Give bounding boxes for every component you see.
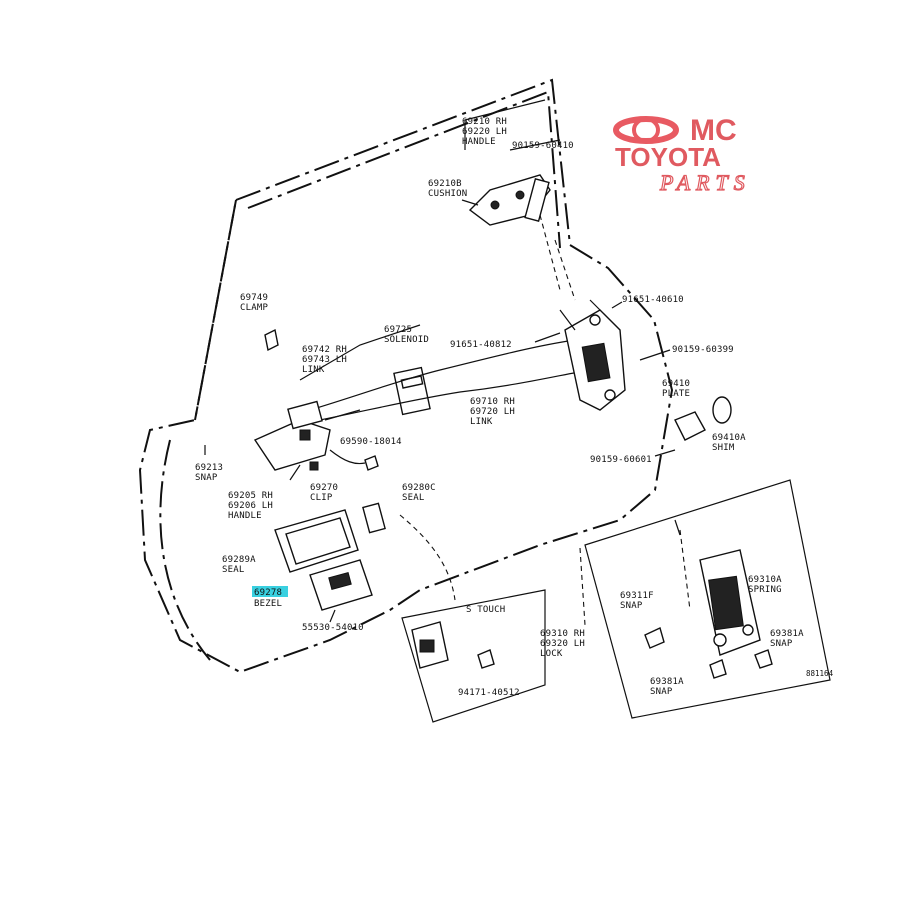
label-handle-name: HANDLE bbox=[462, 137, 496, 147]
label-screw-e: 69590-18014 bbox=[340, 437, 402, 447]
label-snap4-name: SNAP bbox=[650, 687, 673, 697]
label-solenoid-num: 69725 bbox=[384, 325, 412, 335]
label-seal2-name: SEAL bbox=[222, 565, 244, 575]
logo-parts: PARTS bbox=[659, 170, 751, 195]
label-seal-name: SEAL bbox=[402, 493, 424, 503]
label-screw-d: 90159-60601 bbox=[590, 455, 652, 465]
label-seal2-num: 69289A bbox=[222, 555, 256, 565]
label-clip-num: 69270 bbox=[310, 483, 338, 493]
label-lock-name: LOCK bbox=[540, 649, 563, 659]
logo-toyota: TOYOTA bbox=[615, 142, 721, 172]
label-clamp-num: 69749 bbox=[240, 293, 268, 303]
label-handle-rh: 69210 RH bbox=[462, 117, 507, 127]
label-bottom-num: 55530-54010 bbox=[302, 623, 364, 633]
label-handle-lh: 69220 LH bbox=[462, 127, 507, 137]
label-bezel-name: BEZEL bbox=[254, 599, 282, 609]
label-screw-top: 90159-60410 bbox=[512, 141, 574, 151]
label-inner-handle-lh: 69206 LH bbox=[228, 501, 273, 511]
label-screw-c: 90159-60399 bbox=[672, 345, 734, 355]
label-link-lh: 69743 LH bbox=[302, 355, 347, 365]
door-outline bbox=[138, 78, 674, 674]
label-bezel-highlight bbox=[252, 586, 288, 597]
label-bolt-b: 91651-40610 bbox=[622, 295, 684, 305]
label-snap-name: SNAP bbox=[195, 473, 218, 483]
label-snap3-name: SNAP bbox=[770, 639, 793, 649]
label-plate-num: 69410 bbox=[662, 379, 690, 389]
label-link2-rh: 69710 RH bbox=[470, 397, 515, 407]
label-bolt-a: 91651-40812 bbox=[450, 340, 512, 350]
label-bezel-num: 69278 bbox=[254, 588, 282, 598]
door-lower-curve bbox=[159, 439, 211, 661]
door-inner-edge bbox=[247, 90, 561, 249]
label-lock-rh: 69310 RH bbox=[540, 629, 585, 639]
label-link-name: LINK bbox=[302, 365, 325, 375]
connection-line-2 bbox=[579, 547, 586, 626]
label-lock-lh: 69320 LH bbox=[540, 639, 585, 649]
shim-part bbox=[712, 396, 732, 424]
inner-handle-part bbox=[253, 400, 361, 471]
label-cushion-num: 69210B bbox=[428, 179, 462, 189]
screw-e-part bbox=[364, 455, 379, 471]
seal-part bbox=[362, 502, 386, 534]
label-sub-title: S TOUCH bbox=[466, 605, 505, 615]
lock-inset bbox=[584, 479, 831, 719]
connection-line bbox=[399, 514, 456, 601]
label-link2-lh: 69720 LH bbox=[470, 407, 515, 417]
label-clip-name: CLIP bbox=[310, 493, 333, 503]
label-link2-name: LINK bbox=[470, 417, 493, 427]
label-snap2-name: SNAP bbox=[620, 601, 643, 611]
label-diagram-code: 881164 bbox=[806, 669, 834, 678]
label-spring-num: 69310A bbox=[748, 575, 782, 585]
label-sub-part: 94171-40512 bbox=[458, 688, 520, 698]
window-frame bbox=[194, 199, 237, 421]
bezel-part bbox=[309, 559, 373, 611]
label-shim-num: 69410A bbox=[712, 433, 746, 443]
outer-handle-part bbox=[468, 174, 551, 226]
label-spring-name: SPRING bbox=[748, 585, 782, 595]
label-cushion-name: CUSHION bbox=[428, 189, 467, 199]
logo-mc: MC bbox=[690, 114, 737, 147]
label-snap2-num: 69311F bbox=[620, 591, 654, 601]
label-snap-num: 69213 bbox=[195, 463, 223, 473]
label-seal-num: 69280C bbox=[402, 483, 436, 493]
clamp-part bbox=[264, 328, 279, 352]
plate-part bbox=[674, 411, 706, 441]
label-snap4-num: 69381A bbox=[650, 677, 684, 687]
label-shim-name: SHIM bbox=[712, 443, 735, 453]
label-inner-handle-name: HANDLE bbox=[228, 511, 262, 521]
label-snap3-num: 69381A bbox=[770, 629, 804, 639]
omc-toyota-logo: MC TOYOTA PARTS bbox=[613, 114, 751, 196]
label-inner-handle-rh: 69205 RH bbox=[228, 491, 273, 501]
door-lock-actuator bbox=[559, 299, 626, 411]
label-clamp-name: CLAMP bbox=[240, 303, 268, 313]
clip-part bbox=[309, 461, 319, 471]
bezel-frame-part bbox=[274, 509, 359, 573]
label-link-rh: 69742 RH bbox=[302, 345, 347, 355]
label-solenoid-name: SOLENOID bbox=[384, 335, 429, 345]
label-plate-name: PLATE bbox=[662, 389, 690, 399]
s-touch-inset: S TOUCH 94171-40512 bbox=[401, 589, 546, 723]
